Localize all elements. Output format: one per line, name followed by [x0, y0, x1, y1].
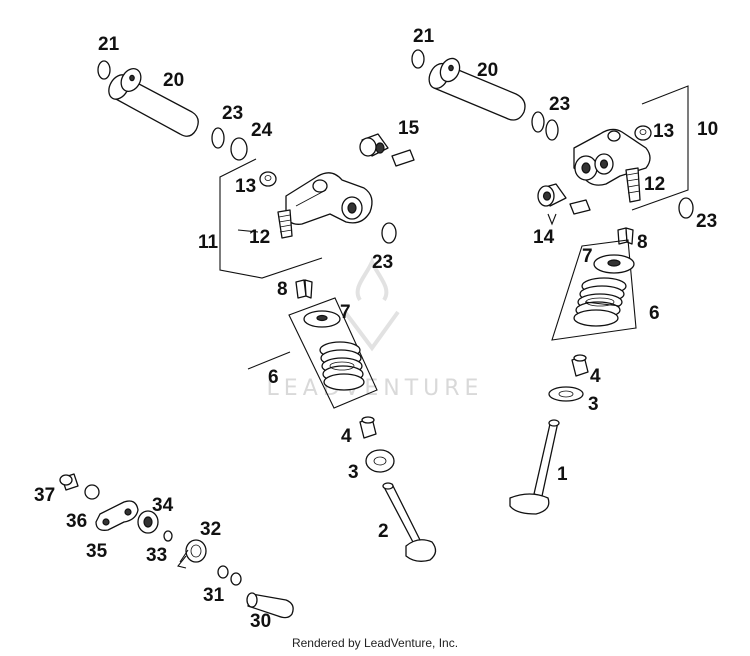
callout-23-right-b: 23 — [696, 211, 717, 232]
valve-spring-6-left — [319, 341, 365, 391]
left-valve-assembly — [288, 279, 437, 562]
callout-3-left: 3 — [348, 462, 359, 483]
callout-36: 36 — [66, 511, 87, 532]
callout-30: 30 — [250, 611, 271, 632]
spring-group-bracket-right — [551, 239, 637, 341]
torsion-spring-32 — [177, 539, 207, 569]
callout-4-right: 4 — [590, 366, 601, 387]
rocker-shaft-20-right — [428, 57, 526, 121]
callout-7-right: 7 — [582, 246, 593, 267]
spring-group-bracket-left — [288, 297, 378, 409]
callout-7-left: 7 — [340, 302, 351, 323]
callout-23-left-b: 23 — [372, 252, 393, 273]
o-ring-21-left — [97, 60, 111, 80]
spring-seat-3-left — [365, 449, 395, 473]
callout-37: 37 — [34, 485, 55, 506]
spring-retainer-7-left — [303, 310, 341, 328]
adjuster-screw-12-left — [277, 209, 293, 239]
washer-37 — [84, 484, 100, 500]
valve-spring-6-right — [573, 277, 627, 327]
valve-2 — [382, 482, 437, 562]
o-ring-31-b — [230, 572, 242, 586]
callout-8-right: 8 — [637, 232, 648, 253]
callout-14: 14 — [533, 227, 555, 248]
o-ring-33 — [163, 530, 173, 542]
callout-12-left: 12 — [249, 227, 270, 248]
spring-retainer-7-right — [593, 254, 635, 274]
callout-1: 1 — [557, 464, 568, 485]
rocker-arm-left — [285, 172, 373, 225]
callout-31: 31 — [203, 585, 225, 606]
callout-3-right: 3 — [588, 394, 599, 415]
nut-13-left — [259, 171, 277, 187]
lever-36 — [95, 500, 139, 531]
bolt-37 — [59, 473, 79, 491]
callout-23-right-a: 23 — [549, 94, 570, 115]
valve-1 — [509, 419, 560, 515]
right-rocker-shaft-assembly — [411, 49, 694, 226]
callout-23-left-a: 23 — [222, 103, 243, 124]
adjuster-screw-12-right — [625, 167, 641, 203]
callout-32: 32 — [200, 519, 221, 540]
decompressor-linkage — [59, 473, 294, 619]
nut-13-right — [634, 125, 652, 141]
o-ring-21-right — [411, 49, 425, 69]
valve-seal-4-left — [359, 416, 377, 439]
washer-23-right-b — [545, 119, 559, 141]
leader-lines — [179, 229, 621, 563]
valve-keepers-8-right — [617, 227, 634, 245]
rocker-shaft-20-left — [108, 68, 199, 137]
pin-14 — [569, 199, 591, 215]
callout-6-left: 6 — [268, 367, 279, 388]
callout-8-left: 8 — [277, 279, 288, 300]
roller-15 — [359, 133, 389, 157]
group-bracket-10 — [631, 85, 689, 211]
right-valve-assembly — [509, 227, 637, 515]
group-bracket-11 — [219, 158, 323, 279]
callout-20-right: 20 — [477, 60, 498, 81]
render-credit: Rendered by LeadVenture, Inc. — [291, 636, 459, 650]
callout-20-left: 20 — [163, 70, 184, 91]
left-rocker-shaft-assembly — [97, 60, 415, 279]
callout-34: 34 — [152, 495, 174, 516]
callout-2: 2 — [378, 521, 389, 542]
pin-15 — [391, 149, 415, 167]
washer-24 — [230, 137, 248, 161]
watermark-text: LEADVENTURE — [267, 376, 484, 401]
callout-21-right: 21 — [413, 26, 435, 47]
shaft-30 — [246, 592, 294, 619]
leader-14 — [547, 213, 557, 226]
callout-13-left: 13 — [235, 176, 256, 197]
callout-15: 15 — [398, 118, 420, 139]
o-ring-31-a — [217, 565, 229, 579]
callout-24: 24 — [251, 120, 273, 141]
valve-seal-4-right — [571, 354, 589, 377]
callout-4-left: 4 — [341, 426, 352, 447]
callout-13-right: 13 — [653, 121, 674, 142]
callout-35: 35 — [86, 541, 108, 562]
callout-10: 10 — [697, 119, 718, 140]
valve-keepers-8-left — [295, 279, 313, 299]
washer-23-left — [211, 127, 225, 149]
spring-seat-3-right — [548, 386, 584, 402]
callout-33: 33 — [146, 545, 167, 566]
washer-23-right-lower — [678, 197, 694, 219]
washer-23-right-a — [531, 111, 545, 133]
bushing-34 — [137, 510, 159, 534]
callout-12-right: 12 — [644, 174, 665, 195]
callout-labels: 21 20 23 24 15 13 11 12 23 8 7 6 4 3 2 2… — [34, 26, 718, 632]
callout-6-right: 6 — [649, 303, 660, 324]
washer-23-left-lower — [381, 222, 397, 244]
roller-14 — [537, 183, 567, 207]
callout-11: 11 — [198, 232, 219, 253]
callout-21-left: 21 — [98, 34, 120, 55]
